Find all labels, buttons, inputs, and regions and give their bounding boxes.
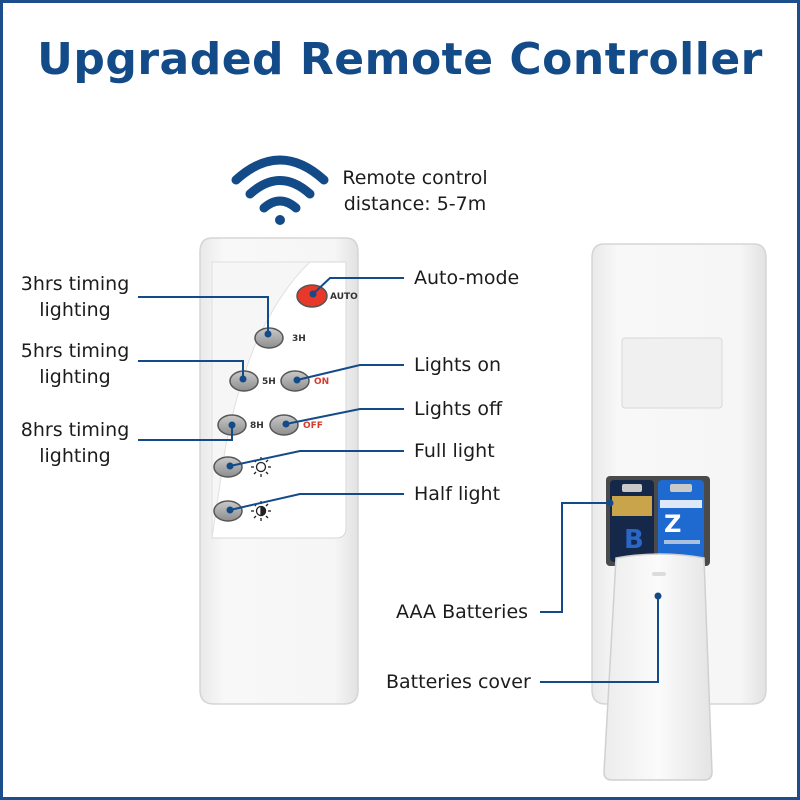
three-hrs-label-line2: lighting: [39, 299, 111, 321]
remote-front: [199, 237, 359, 705]
lights-off-label: Lights off: [414, 398, 503, 420]
battery-icon: B: [610, 480, 654, 562]
range-label-line1: Remote control: [342, 167, 488, 189]
half-light-label: Half light: [414, 483, 501, 505]
remote-back: B Z: [591, 243, 767, 781]
svg-text:Z: Z: [664, 510, 681, 538]
range-label-line2: distance: 5-7m: [343, 193, 487, 215]
wifi-signal-icon: [231, 155, 329, 225]
range-label: Remote control distance: 5-7m: [330, 165, 500, 217]
eight-hrs-label: 8hrs timing lighting: [10, 417, 140, 469]
five-h-button-label: 5H: [262, 377, 276, 387]
auto-button-label: AUTO: [330, 292, 358, 302]
eight-h-button-label: 8H: [250, 421, 264, 431]
off-button-label: OFF: [303, 421, 323, 431]
svg-text:B: B: [624, 525, 644, 555]
eight-hrs-label-line2: lighting: [39, 445, 111, 467]
auto-mode-label: Auto-mode: [414, 267, 520, 289]
eight-hrs-label-line1: 8hrs timing: [20, 419, 130, 441]
five-hrs-label: 5hrs timing lighting: [10, 338, 140, 390]
three-hrs-label-line1: 3hrs timing: [20, 273, 130, 295]
on-button-label: ON: [314, 377, 330, 387]
callout-dots: [226, 290, 662, 600]
page-title: Upgraded Remote Controller: [37, 34, 763, 85]
callout-lines: [138, 277, 659, 683]
batteries-cover-label: Batteries cover: [386, 671, 531, 693]
five-hrs-label-line2: lighting: [39, 366, 111, 388]
three-h-button-label: 3H: [292, 334, 306, 344]
full-light-label: Full light: [414, 440, 495, 462]
three-hrs-label: 3hrs timing lighting: [10, 271, 140, 323]
five-hrs-label-line1: 5hrs timing: [20, 340, 130, 362]
battery-icon: Z: [658, 480, 704, 562]
aaa-batteries-label: AAA Batteries: [396, 601, 529, 623]
lights-on-label: Lights on: [414, 354, 502, 376]
